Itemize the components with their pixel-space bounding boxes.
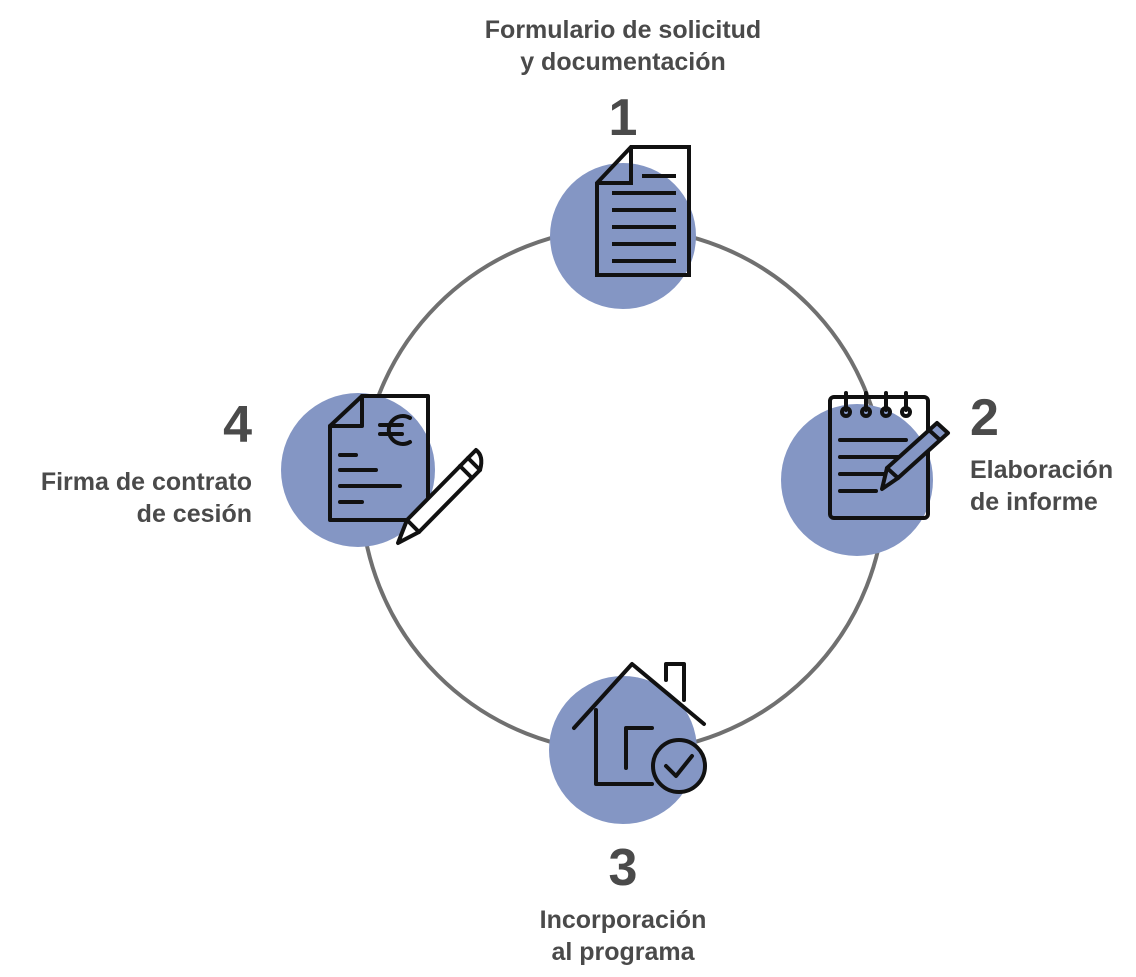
step-1-number: 1 — [608, 89, 638, 147]
step-3-label: Incorporación al programa — [473, 904, 773, 968]
step-4-number: 4 — [223, 396, 252, 454]
contract-euro-pen-icon — [328, 394, 484, 545]
step-3-label-line-2: al programa — [551, 938, 695, 966]
step-2-label-line-2: de informe — [970, 488, 1098, 516]
step-2-label: Elaboración de informe — [970, 454, 1136, 518]
step-2-circle — [781, 404, 933, 556]
step-1-label-line-1: Formulario de solicitud — [484, 16, 762, 44]
step-2-label-line-1: Elaboración — [970, 456, 1114, 484]
step-4-label-line-1: Firma de contrato — [40, 468, 252, 496]
step-1-label: Formulario de solicitud y documentación — [423, 14, 823, 78]
document-icon — [595, 145, 691, 277]
house-check-icon — [572, 662, 707, 794]
step-4-label: Firma de contrato de cesión — [0, 466, 252, 530]
step-1-circle — [550, 163, 696, 309]
notepad-pencil-icon — [828, 391, 950, 520]
step-4-label-line-2: de cesión — [136, 500, 252, 528]
step-2-number: 2 — [970, 389, 999, 447]
step-3-number: 3 — [608, 839, 638, 897]
step-1-label-line-2: y documentación — [520, 48, 726, 76]
step-3-label-line-1: Incorporación — [539, 906, 707, 934]
